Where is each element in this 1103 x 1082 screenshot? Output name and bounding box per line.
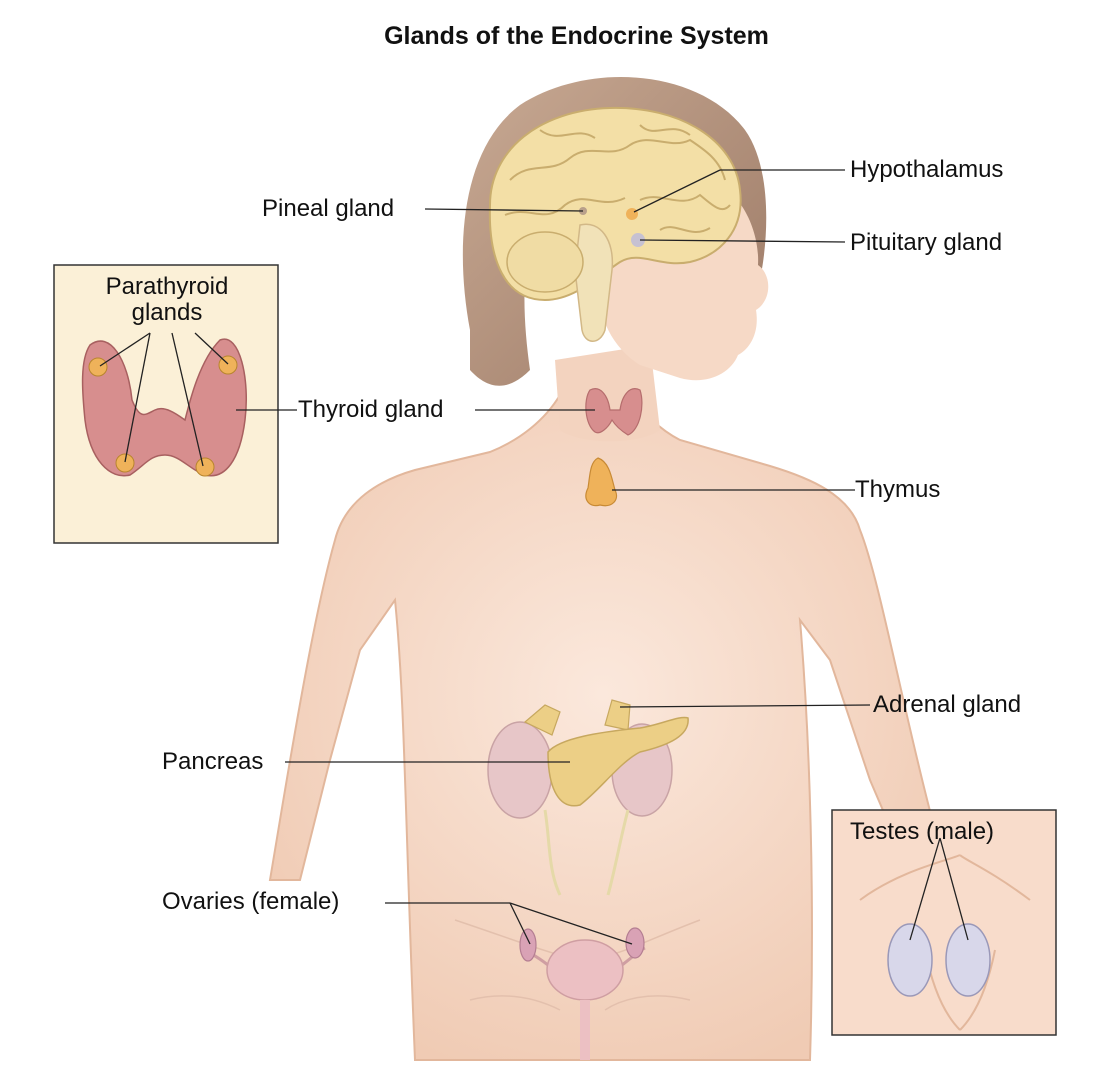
parathyroid-lower-left (116, 454, 134, 472)
uterus (547, 940, 623, 1000)
left-kidney (488, 722, 552, 818)
diagram-title: Glands of the Endocrine System (0, 22, 1103, 51)
label-parathyroid-line2: glands (62, 300, 272, 326)
label-pineal-gland: Pineal gland (262, 197, 394, 221)
parathyroid-upper-left (89, 358, 107, 376)
label-pituitary-gland: Pituitary gland (850, 231, 1002, 255)
hypothalamus-marker (626, 208, 638, 220)
right-testis (946, 924, 990, 996)
label-ovaries: Ovaries (female) (162, 890, 339, 914)
label-thyroid-gland: Thyroid gland (298, 398, 443, 422)
cerebellum (507, 232, 583, 292)
left-ovary (520, 929, 536, 961)
label-parathyroid-line1: Parathyroid (62, 274, 272, 300)
label-pancreas: Pancreas (162, 750, 263, 774)
parathyroid-lower-right (196, 458, 214, 476)
label-thymus: Thymus (855, 478, 940, 502)
label-adrenal-gland: Adrenal gland (873, 693, 1021, 717)
label-hypothalamus: Hypothalamus (850, 158, 1003, 182)
label-parathyroid-glands: Parathyroid glands (62, 274, 272, 327)
left-testis (888, 924, 932, 996)
label-testes: Testes (male) (850, 820, 994, 844)
